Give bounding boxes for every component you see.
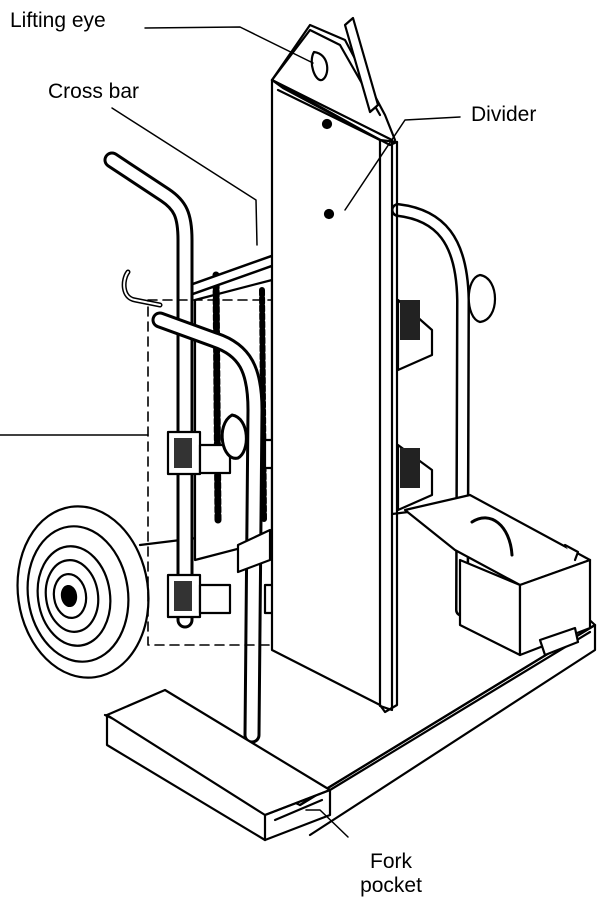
rear-brackets bbox=[396, 298, 434, 512]
label-cross-bar: Cross bar bbox=[48, 80, 140, 103]
leader-fork-pocket bbox=[305, 809, 349, 838]
fork-pocket bbox=[105, 688, 332, 842]
front-upright bbox=[121, 269, 264, 744]
label-fork-line2: pocket bbox=[360, 874, 422, 897]
leader-lines bbox=[0, 26, 461, 838]
leader-cross-bar bbox=[111, 107, 258, 246]
wheel bbox=[16, 505, 150, 679]
label-fork-line1: Fork bbox=[370, 850, 412, 873]
label-divider: Divider bbox=[471, 103, 537, 126]
label-fork-pocket: Fork pocket bbox=[346, 850, 436, 898]
left-handle bbox=[103, 151, 194, 629]
rear-handle bbox=[391, 203, 497, 617]
leader-lifting-eye bbox=[144, 26, 314, 64]
label-lifting-eye: Lifting eye bbox=[10, 9, 106, 32]
leader-divider bbox=[344, 116, 461, 211]
cross-bar bbox=[184, 252, 286, 296]
divider bbox=[270, 16, 399, 714]
battery-box bbox=[403, 493, 592, 657]
